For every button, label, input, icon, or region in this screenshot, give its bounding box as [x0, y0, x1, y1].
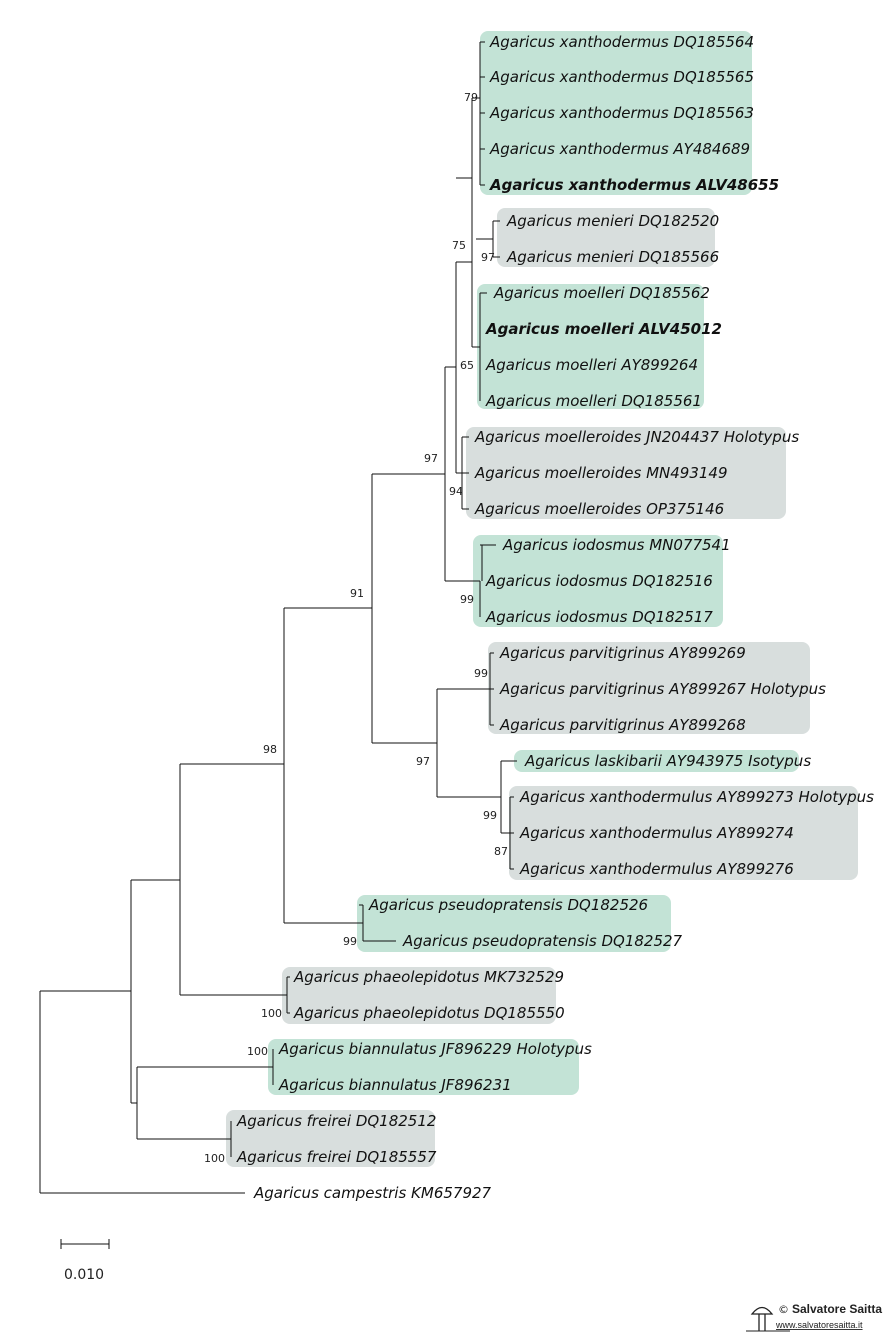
bootstrap-value: 100 [247, 1045, 268, 1058]
taxon-label: Agaricus xanthodermulus AY899273 Holotyp… [519, 788, 874, 806]
clade-box-moelleri [477, 284, 704, 409]
taxon-label: Agaricus biannulatus JF896229 Holotypus [278, 1040, 592, 1058]
clade-box-phaeolepidotus [282, 967, 556, 1024]
taxon-label: Agaricus pseudopratensis DQ182526 [368, 896, 648, 914]
scale-bar-line [60, 1239, 110, 1249]
taxon-label: Agaricus xanthodermus DQ185564 [489, 33, 754, 51]
taxon-label: Agaricus freirei DQ185557 [236, 1148, 437, 1166]
watermark-name: Salvatore Saitta [792, 1302, 882, 1316]
taxon-label: Agaricus pseudopratensis DQ182527 [402, 932, 683, 950]
clade-box-menieri [497, 208, 715, 267]
taxon-label: Agaricus parvitigrinus AY899269 [499, 644, 746, 662]
taxon-label: Agaricus menieri DQ182520 [506, 212, 719, 230]
bootstrap-value: 99 [460, 593, 474, 606]
bootstrap-value: 94 [449, 485, 463, 498]
taxon-label: Agaricus moelleroides MN493149 [474, 464, 728, 482]
taxon-label: Agaricus moelleri ALV45012 [485, 320, 722, 338]
bootstrap-value: 65 [460, 359, 474, 372]
clade-box-biannulatus [268, 1039, 579, 1095]
bootstrap-value: 97 [424, 452, 438, 465]
taxon-label: Agaricus xanthodermulus AY899274 [519, 824, 794, 842]
taxon-label: Agaricus xanthodermus ALV48655 [489, 176, 779, 194]
taxon-label: Agaricus moelleri DQ185561 [485, 392, 702, 410]
taxon-label: Agaricus iodosmus MN077541 [502, 536, 731, 554]
taxon-label: Agaricus parvitigrinus AY899267 Holotypu… [499, 680, 826, 698]
taxon-label: Agaricus xanthodermus DQ185563 [489, 104, 754, 122]
taxon-label: Agaricus moelleri DQ185562 [493, 284, 710, 302]
clade-box-xanthodermulus [509, 786, 858, 880]
bootstrap-value: 97 [416, 755, 430, 768]
bootstrap-value: 99 [483, 809, 497, 822]
bootstrap-value: 98 [263, 743, 277, 756]
bootstrap-value: 100 [261, 1007, 282, 1020]
taxon-label: Agaricus xanthodermus DQ185565 [489, 68, 754, 86]
scale-bar: 0.010 [60, 1239, 110, 1283]
scale-bar-label: 0.010 [64, 1267, 104, 1283]
clade-box-freirei [226, 1110, 435, 1167]
taxon-label: Agaricus parvitigrinus AY899268 [499, 716, 746, 734]
tree-branches [39, 41, 517, 1194]
bootstrap-value: 100 [204, 1152, 225, 1165]
bootstrap-value: 91 [350, 587, 364, 600]
watermark-url: www.salvatoresaitta.it [775, 1320, 863, 1330]
taxon-label: Agaricus phaeolepidotus DQ185550 [293, 1004, 565, 1022]
clade-box-iodosmus [473, 535, 723, 627]
clade-box-pseudopratensis [357, 895, 671, 952]
taxon-label: Agaricus iodosmus DQ182517 [485, 608, 713, 626]
bootstrap-value: 99 [474, 667, 488, 680]
taxon-label: Agaricus campestris KM657927 [253, 1184, 492, 1202]
taxon-label: Agaricus xanthodermus AY484689 [489, 140, 750, 158]
taxon-label: Agaricus iodosmus DQ182516 [485, 572, 713, 590]
taxon-label: Agaricus moelleri AY899264 [485, 356, 698, 374]
taxon-label: Agaricus xanthodermulus AY899276 [519, 860, 794, 878]
clade-box-xanthodermus [480, 31, 752, 195]
taxon-label: Agaricus laskibarii AY943975 Isotypus [524, 752, 811, 770]
clade-box-moelleroides [466, 427, 786, 519]
watermark: © Salvatore Saitta www.salvatoresaitta.i… [746, 1302, 882, 1332]
taxon-label: Agaricus moelleroides OP375146 [474, 500, 724, 518]
bootstrap-value: 75 [452, 239, 466, 252]
bootstrap-value: 99 [343, 935, 357, 948]
taxon-label: Agaricus freirei DQ182512 [236, 1112, 436, 1130]
mushroom-logo-icon [746, 1306, 790, 1332]
taxon-label: Agaricus biannulatus JF896231 [278, 1076, 512, 1094]
taxon-label: Agaricus moelleroides JN204437 Holotypus [474, 428, 799, 446]
bootstrap-value: 97 [481, 251, 495, 264]
bootstrap-value: 79 [464, 91, 478, 104]
taxon-label: Agaricus menieri DQ185566 [506, 248, 719, 266]
copyright-icon: © [778, 1303, 789, 1316]
taxon-label: Agaricus phaeolepidotus MK732529 [293, 968, 564, 986]
bootstrap-value: 87 [494, 845, 508, 858]
clade-box-laskibarii [514, 750, 799, 772]
clade-box-parvitigrinus [488, 642, 810, 734]
